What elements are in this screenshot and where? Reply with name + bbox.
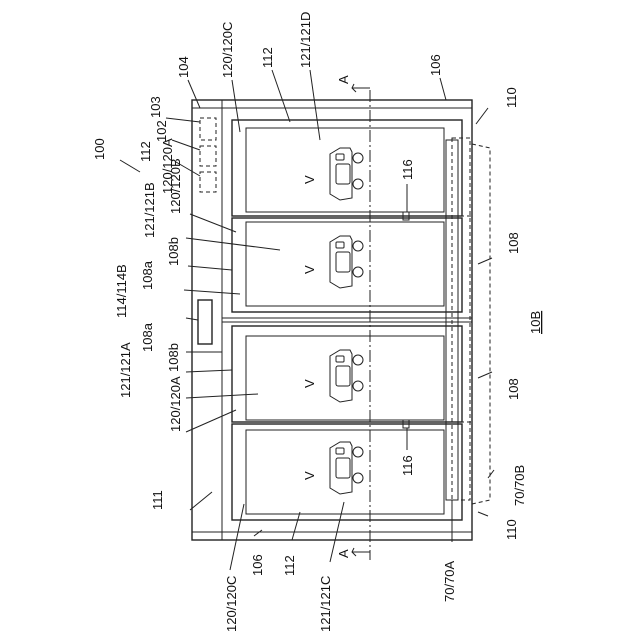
label-100: 100 <box>92 138 107 160</box>
compartment-d <box>232 120 462 216</box>
label-116-bottom: 116 <box>400 455 415 476</box>
vehicle-label: V <box>302 379 317 388</box>
vehicle-icon <box>330 442 363 494</box>
structure-outline <box>192 100 472 540</box>
vehicle-label: V <box>302 471 317 480</box>
label-112-top: 112 <box>138 141 153 162</box>
label-112-top2: 112 <box>260 47 275 68</box>
label-108a-2: 108a <box>140 322 155 352</box>
vehicle-label: V <box>302 265 317 274</box>
compartment-b <box>232 218 462 312</box>
label-103: 103 <box>148 96 163 118</box>
label-104: 104 <box>176 56 191 78</box>
label-120A: 120/120A <box>168 376 183 432</box>
label-70A: 70/70A <box>442 560 457 602</box>
label-120C-bottom: 120/120C <box>224 576 239 632</box>
label-110-bottom: 110 <box>504 519 519 540</box>
label-108a-1: 108a <box>140 260 155 290</box>
unit-120A-box <box>200 172 216 192</box>
figure-label: 10B <box>528 311 543 334</box>
label-112-bottom: 112 <box>282 555 297 576</box>
label-106-bottom: 106 <box>250 554 265 576</box>
compartment-c <box>232 424 462 520</box>
bay-70A-dashed <box>452 138 470 500</box>
bay-70B-dashed <box>472 144 490 504</box>
compartment-a <box>232 326 462 422</box>
vehicle-icon <box>330 236 363 288</box>
label-116-top: 116 <box>400 159 415 180</box>
vehicle-label: V <box>302 175 317 184</box>
label-108b-2: 108b <box>166 343 181 372</box>
leader-lines <box>120 70 494 570</box>
unit-103 <box>200 118 216 140</box>
unit-102 <box>200 146 216 166</box>
label-121D: 121/121D <box>298 12 313 68</box>
label-110-top: 110 <box>504 87 519 108</box>
label-121C: 121/121C <box>318 576 333 632</box>
label-120C-top: 120/120C <box>220 22 235 78</box>
section-label-top: A <box>336 75 351 84</box>
label-108b-1: 108b <box>166 237 181 266</box>
label-70B: 70/70B <box>512 465 527 506</box>
panel-114 <box>198 300 212 344</box>
label-108-1: 108 <box>506 232 521 254</box>
label-121A: 121/121A <box>118 342 133 398</box>
label-106-top: 106 <box>428 54 443 76</box>
vehicle-icon <box>330 350 363 402</box>
label-111: 111 <box>150 490 165 510</box>
vehicle-icon <box>330 148 363 200</box>
label-114: 114/114B <box>114 264 129 318</box>
label-121B: 121/121B <box>142 182 157 238</box>
label-108-2: 108 <box>506 378 521 400</box>
section-label-bottom: A <box>336 549 351 558</box>
label-120B: 120/120B <box>168 158 183 214</box>
